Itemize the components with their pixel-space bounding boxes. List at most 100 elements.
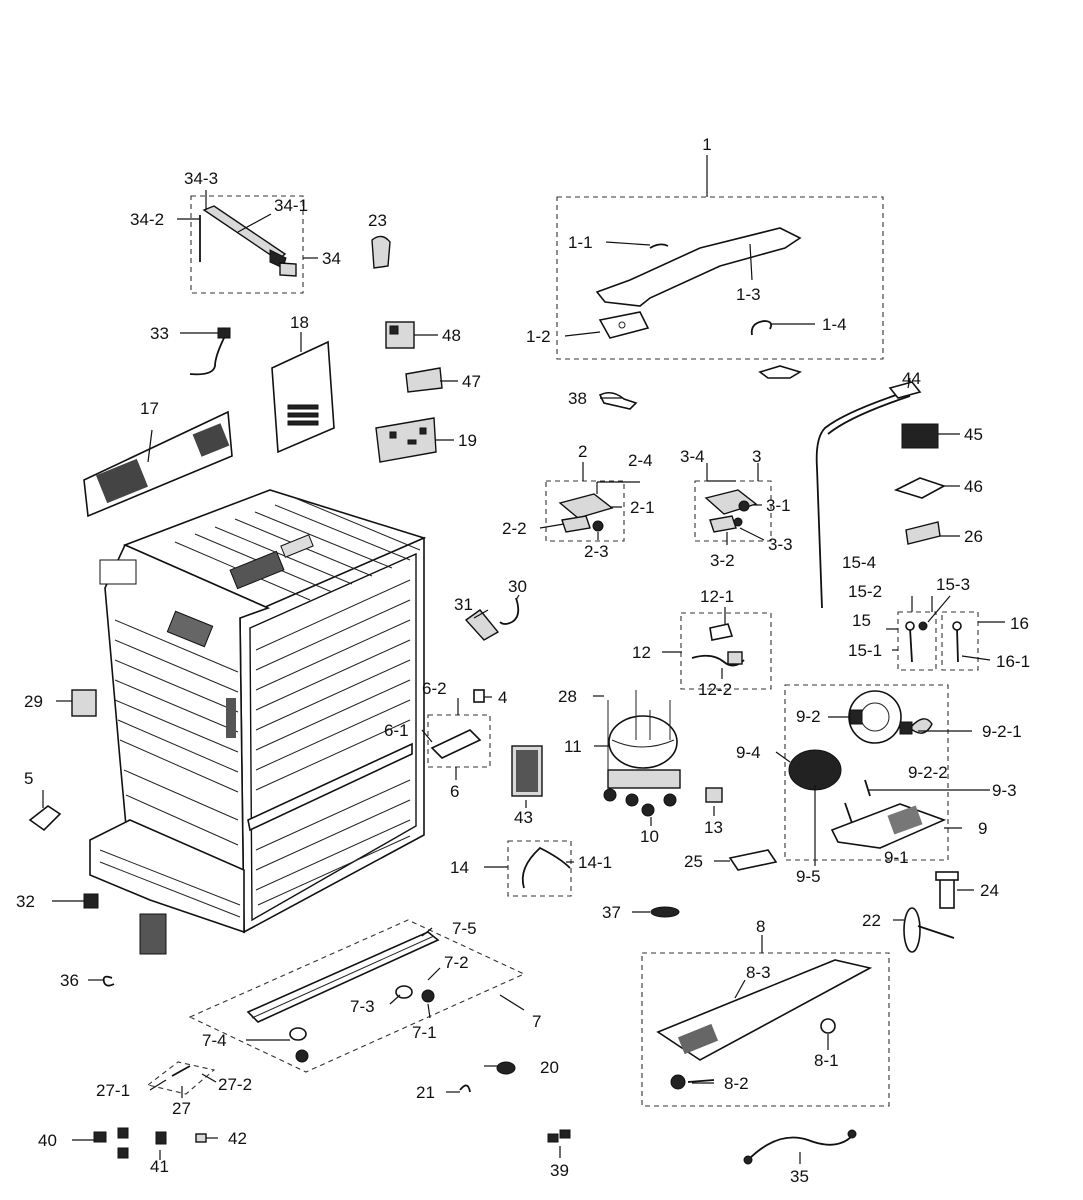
label-9-2-2: 9-2-2 xyxy=(908,763,948,782)
label-30: 30 xyxy=(508,577,527,596)
label-7-5: 7-5 xyxy=(452,919,477,938)
label-16-1: 16-1 xyxy=(996,652,1030,671)
label-7-1: 7-1 xyxy=(412,1023,437,1042)
part-40-connectors xyxy=(93,1127,129,1159)
label-23: 23 xyxy=(368,211,387,230)
label-1: 1 xyxy=(702,135,711,154)
group-box-9 xyxy=(784,684,949,861)
label-34-2: 34-2 xyxy=(130,210,164,229)
label-28: 28 xyxy=(558,687,577,706)
part-44-tubing xyxy=(815,381,922,609)
part-22-filter xyxy=(903,907,955,953)
label-29: 29 xyxy=(24,692,43,711)
part-1-bracket xyxy=(595,227,802,379)
part-31-bracket xyxy=(464,609,500,641)
label-8-2: 8-2 xyxy=(724,1074,749,1093)
label-25: 25 xyxy=(684,852,703,871)
part-bottom-vent xyxy=(139,913,167,955)
label-1-3: 1-3 xyxy=(736,285,761,304)
label-31: 31 xyxy=(454,595,473,614)
label-1-4: 1-4 xyxy=(822,315,847,334)
part-33-harness xyxy=(189,327,231,376)
label-9-2-1: 9-2-1 xyxy=(982,722,1022,741)
label-21: 21 xyxy=(416,1083,435,1102)
label-10: 10 xyxy=(640,827,659,846)
label-3-4: 3-4 xyxy=(680,447,705,466)
label-15-1: 15-1 xyxy=(848,641,882,660)
label-6-1: 6-1 xyxy=(384,721,409,740)
label-5: 5 xyxy=(24,769,33,788)
refrigerator-cabinet xyxy=(89,489,427,934)
label-34-1: 34-1 xyxy=(274,196,308,215)
label-32: 32 xyxy=(16,892,35,911)
part-21-clip xyxy=(459,1084,471,1093)
part-8-base-plate xyxy=(656,959,873,1090)
label-7-3: 7-3 xyxy=(350,997,375,1016)
label-12-1: 12-1 xyxy=(700,587,734,606)
label-9-5: 9-5 xyxy=(796,867,821,886)
label-7: 7 xyxy=(532,1012,541,1031)
label-42: 42 xyxy=(228,1129,247,1148)
group-box-7 xyxy=(188,919,526,1073)
label-43: 43 xyxy=(514,808,533,827)
label-26: 26 xyxy=(964,527,983,546)
group-box-16 xyxy=(941,611,979,671)
part-41-cap xyxy=(155,1131,167,1145)
group-box-8 xyxy=(641,952,890,1107)
label-20: 20 xyxy=(540,1058,559,1077)
part-29-module xyxy=(71,689,97,717)
part-25-heater xyxy=(728,849,778,871)
leader-lines xyxy=(42,155,1005,1164)
label-6-2: 6-2 xyxy=(422,679,447,698)
label-2: 2 xyxy=(578,442,587,461)
part-36-clip xyxy=(102,975,115,987)
label-39: 39 xyxy=(550,1161,569,1180)
label-1-1: 1-1 xyxy=(568,233,593,252)
label-33: 33 xyxy=(150,324,169,343)
label-1-2: 1-2 xyxy=(526,327,551,346)
part-39-connector xyxy=(547,1129,571,1143)
label-8-3: 8-3 xyxy=(746,963,771,982)
label-4: 4 xyxy=(498,688,507,707)
label-14: 14 xyxy=(450,858,469,877)
part-27-clip xyxy=(171,1065,191,1077)
label-7-2: 7-2 xyxy=(444,953,469,972)
label-3-2: 3-2 xyxy=(710,551,735,570)
part-24-dryer xyxy=(935,871,959,909)
misc-small-parts xyxy=(28,689,857,1165)
group-box-15 xyxy=(897,611,937,671)
label-3: 3 xyxy=(752,447,761,466)
part-46-clip xyxy=(893,477,946,499)
label-8-1: 8-1 xyxy=(814,1051,839,1070)
part-5-bracket xyxy=(28,805,62,832)
label-2-3: 2-3 xyxy=(584,542,609,561)
part-7-frame xyxy=(246,931,440,1063)
part-18-panel xyxy=(271,340,335,454)
part-3-hinge xyxy=(704,489,758,533)
label-37: 37 xyxy=(602,903,621,922)
label-34-3: 34-3 xyxy=(184,169,218,188)
part-9-fan-assembly xyxy=(788,690,947,849)
part-17-duct-panel xyxy=(83,410,233,518)
label-2-1: 2-1 xyxy=(630,498,655,517)
parts-15-16-screws xyxy=(905,621,962,663)
label-3-3: 3-3 xyxy=(768,535,793,554)
label-47: 47 xyxy=(462,372,481,391)
group-boxes xyxy=(146,195,979,1107)
group-box-34 xyxy=(190,195,304,294)
part-42-plug xyxy=(195,1133,207,1143)
label-12: 12 xyxy=(632,643,651,662)
part-20-grommet xyxy=(496,1061,516,1075)
part-23-cover xyxy=(371,235,391,269)
part-35-harness xyxy=(743,1129,857,1165)
label-36: 36 xyxy=(60,971,79,990)
group-box-1 xyxy=(556,196,884,360)
label-27-1: 27-1 xyxy=(96,1081,130,1100)
group-box-6 xyxy=(427,714,491,768)
label-2-4: 2-4 xyxy=(628,451,653,470)
label-9-1: 9-1 xyxy=(884,848,909,867)
part-26-holder xyxy=(905,521,941,545)
label-27-2: 27-2 xyxy=(218,1075,252,1094)
part-4-cap xyxy=(473,689,485,703)
